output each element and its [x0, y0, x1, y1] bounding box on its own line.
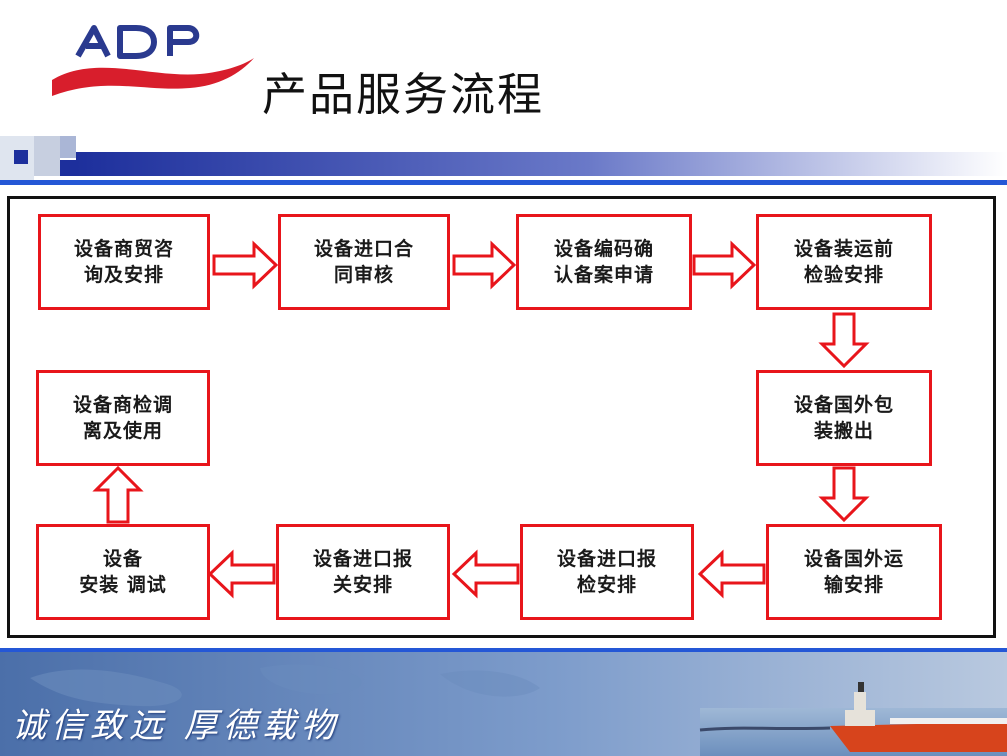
- step-contract-review: 设备进口合 同审核: [278, 214, 450, 310]
- step-trade-consulting: 设备商贸咨 询及安排: [38, 214, 210, 310]
- step-install-debug: 设备 安装 调试: [36, 524, 210, 620]
- ship-icon: [830, 722, 1007, 752]
- step-overseas-packing: 设备国外包 装搬出: [756, 370, 932, 466]
- step-code-confirmation: 设备编码确 认备案申请: [516, 214, 692, 310]
- footer-slogan: 诚信致远 厚德载物: [12, 706, 340, 746]
- adp-logo: [52, 25, 254, 96]
- footer-banner: [0, 648, 1007, 756]
- page-title: 产品服务流程: [262, 68, 545, 121]
- step-import-inspection: 设备进口报 检安排: [520, 524, 694, 620]
- step-overseas-transport: 设备国外运 输安排: [766, 524, 942, 620]
- header-decorative-bar: [0, 136, 1007, 185]
- step-import-customs: 设备进口报 关安排: [276, 524, 450, 620]
- step-inspection-use: 设备商检调 离及使用: [36, 370, 210, 466]
- step-preshipment-inspection: 设备装运前 检验安排: [756, 214, 932, 310]
